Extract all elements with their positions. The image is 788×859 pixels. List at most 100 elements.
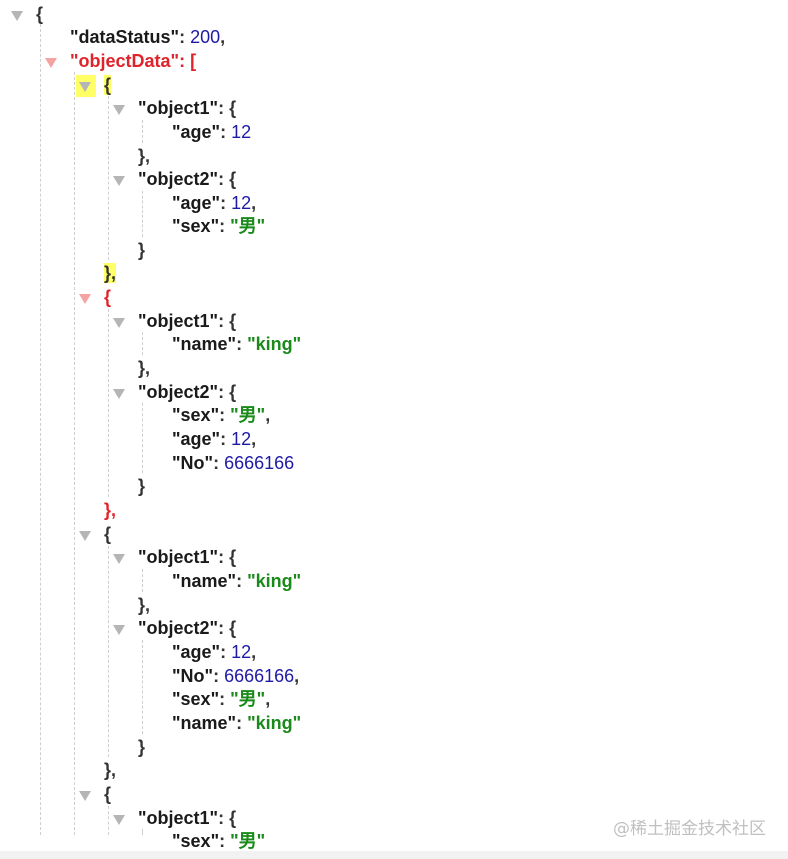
indent-guide [142,332,143,355]
json-bracket: }, [138,146,151,166]
bottom-bar [0,851,788,859]
json-line: } [138,474,145,498]
json-string: "king" [247,713,302,733]
json-line: "objectData": [ [70,49,196,73]
json-line: "sex": "男", [172,403,270,427]
json-comma: , [265,405,271,425]
json-number: 12 [231,122,252,142]
json-bracket: { [229,547,237,567]
json-line: "object2": { [138,616,236,640]
toggle-arrow-icon[interactable] [45,58,57,68]
json-colon: : [179,27,191,47]
json-colon: : [213,666,225,686]
json-bracket: } [138,476,146,496]
json-number: 12 [231,193,252,213]
json-bracket: { [229,382,237,402]
json-number: 6666166 [224,453,295,473]
json-colon: : [220,429,232,449]
json-key: "object2" [138,382,219,402]
json-key: "sex" [172,831,220,851]
json-bracket: [ [190,51,197,71]
toggle-arrow-icon[interactable] [79,82,91,92]
json-key: "name" [172,571,237,591]
json-key: "object1" [138,808,219,828]
json-key: "objectData" [70,51,180,71]
json-line: "object1": { [138,545,236,569]
toggle-arrow-icon[interactable] [11,11,23,21]
toggle-arrow-icon[interactable] [113,625,125,635]
toggle-arrow-icon[interactable] [79,531,91,541]
indent-guide [142,120,143,143]
json-line: "name": "king" [172,711,301,735]
json-colon: : [219,216,231,236]
toggle-arrow-icon[interactable] [79,791,91,801]
json-colon: : [218,311,230,331]
json-key: "object2" [138,618,219,638]
json-line: "age": 12, [172,427,256,451]
json-bracket: } [138,240,146,260]
json-line: { [104,285,111,309]
json-bracket: }, [104,500,117,520]
json-line: "object1": { [138,309,236,333]
json-line: { [104,522,111,546]
json-line: "No": 6666166 [172,451,294,475]
json-number: 12 [231,429,252,449]
json-line: "sex": "男", [172,687,270,711]
json-colon: : [219,831,231,851]
json-bracket: } [138,737,146,757]
json-comma: , [265,689,271,709]
toggle-arrow-icon[interactable] [79,294,91,304]
indent-guide [142,640,143,734]
json-key: "name" [172,334,237,354]
json-line: }, [138,593,150,617]
json-bracket: { [229,311,237,331]
toggle-arrow-icon[interactable] [113,105,125,115]
indent-guide [40,24,41,835]
json-bracket: }, [138,595,151,615]
json-key: "object1" [138,547,219,567]
json-line: }, [104,758,116,782]
json-comma: , [294,666,300,686]
json-number: 12 [231,642,252,662]
json-bracket: }, [104,760,117,780]
json-line: "dataStatus": 200, [70,25,225,49]
json-line: "object2": { [138,380,236,404]
json-bracket: { [229,808,237,828]
json-number: 200 [190,27,221,47]
json-key: "object1" [138,311,219,331]
indent-guide [108,309,109,497]
indent-guide [108,806,109,835]
json-line: "age": 12, [172,640,256,664]
indent-guide [108,546,109,757]
json-colon: : [218,547,230,567]
toggle-arrow-icon[interactable] [113,554,125,564]
toggle-arrow-icon[interactable] [113,815,125,825]
json-line: }, [104,498,116,522]
json-line: }, [138,356,150,380]
json-colon: : [236,713,248,733]
json-key: "age" [172,193,221,213]
json-bracket: { [36,4,44,24]
toggle-arrow-icon[interactable] [113,318,125,328]
json-colon: : [219,689,231,709]
json-colon: : [219,405,231,425]
json-colon: : [218,618,230,638]
json-key: "name" [172,713,237,733]
json-colon: : [236,334,248,354]
json-key: "sex" [172,216,220,236]
json-colon: : [218,169,230,189]
json-key: "age" [172,122,221,142]
json-bracket: { [229,618,237,638]
json-key: "object1" [138,98,219,118]
json-line: "object1": { [138,806,236,830]
json-key: "sex" [172,689,220,709]
json-key: "age" [172,642,221,662]
json-bracket: { [229,98,237,118]
json-string: "男" [230,831,266,851]
toggle-arrow-icon[interactable] [113,176,125,186]
json-comma: , [251,642,257,662]
json-colon: : [179,51,191,71]
toggle-arrow-icon[interactable] [113,389,125,399]
json-colon: : [220,122,232,142]
json-comma: , [220,27,226,47]
